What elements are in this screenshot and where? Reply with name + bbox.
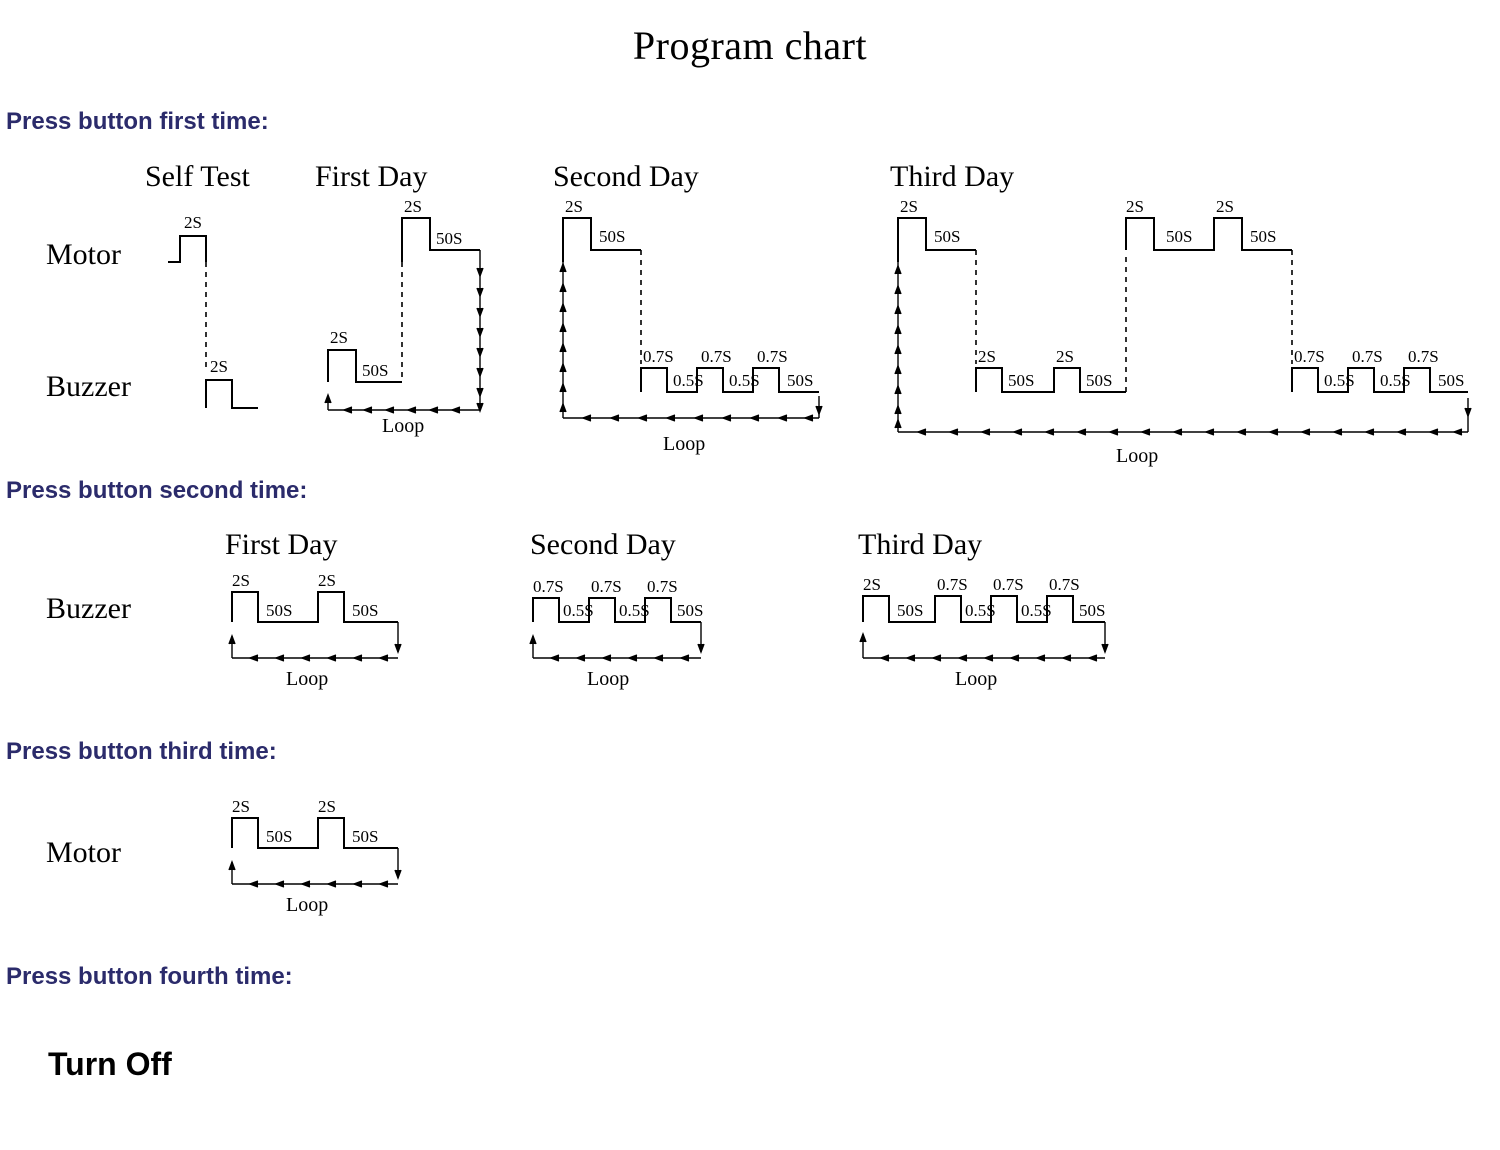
timing-label-td-b1-off: 50S [1008,371,1034,390]
timing-label-sd-b3-off: 50S [787,371,813,390]
day-title-s2-second-day: Second Day [530,528,676,561]
loop-label-s3: Loop [286,894,328,916]
timing-label-td-m2-on: 2S [1126,197,1144,216]
timing-label-td-b2-on: 2S [1056,347,1074,366]
timing-label-s2sd-p1-on: 0.7S [533,577,564,596]
section-header-second: Press button second time: [6,477,308,504]
timing-label-s2td-p1-on: 2S [863,575,881,594]
section-header-third: Press button third time: [6,738,277,765]
waveform-s2-third-day: 2S 50S 0.7S 0.5S 0.7S 0.5S 0.7S 50S Loop [859,575,1109,690]
timing-label-s3-p1-on: 2S [232,797,250,816]
timing-label-s3-p1-off: 50S [266,827,292,846]
timing-label-td-m3-off: 50S [1250,227,1276,246]
loop-label-s2-second-day: Loop [587,668,629,690]
timing-label-s2td-p2-off: 0.5S [965,601,996,620]
timing-label-s2td-p2-on: 0.7S [937,575,968,594]
timing-label-td-m1-off: 50S [934,227,960,246]
row-label-buzzer-2: Buzzer [46,592,131,625]
timing-label-sd-b1-on: 0.7S [643,347,674,366]
loop-label-first-day: Loop [382,415,424,437]
timing-label-td-m1-on: 2S [900,197,918,216]
loop-label-third-day: Loop [1116,445,1158,467]
loop-arrow-first-day [324,250,484,414]
timing-label-s2td-p3-off: 0.5S [1021,601,1052,620]
timing-label-s2td-p1-off: 50S [897,601,923,620]
waveform-s2-second-day: 0.7S 0.5S 0.7S 0.5S 0.7S 50S Loop [529,577,705,690]
waveform-second-day: 2S 50S 0.7S 0.5S 0.7S 0.5S 0.7S 50S [559,197,823,455]
timing-label-s2sd-p3-off: 50S [677,601,703,620]
loop-arrow-s2-second-day [529,622,705,662]
timing-label-td-b5-on: 0.7S [1408,347,1439,366]
loop-arrow-s2-first-day [228,622,402,662]
loop-arrow-third-day [894,262,1472,436]
loop-arrow-s2-third-day [859,622,1109,662]
turn-off-label: Turn Off [48,1046,172,1082]
waveform-self-test: 2S 2S [168,213,258,409]
timing-label-sd-b3-on: 0.7S [757,347,788,366]
timing-label-sd-b2-off: 0.5S [729,371,760,390]
timing-label-td-b1-on: 2S [978,347,996,366]
timing-label-s2fd-p2-on: 2S [318,571,336,590]
timing-label-td-b4-off: 0.5S [1380,371,1411,390]
timing-label-s2fd-p1-off: 50S [266,601,292,620]
loop-label-s2-first-day: Loop [286,668,328,690]
timing-label-s2fd-p1-on: 2S [232,571,250,590]
timing-label-self-test-buzzer-on: 2S [210,357,228,376]
timing-label-td-b2-off: 50S [1086,371,1112,390]
timing-label-s2fd-p2-off: 50S [352,601,378,620]
timing-label-s3-p2-on: 2S [318,797,336,816]
timing-label-td-m2-off: 50S [1166,227,1192,246]
loop-label-second-day: Loop [663,433,705,455]
timing-label-s2td-p4-on: 0.7S [1049,575,1080,594]
waveform-s2-first-day: 2S 50S 2S 50S Loop [228,571,402,690]
timing-label-fd-buzzer-off: 50S [362,361,388,380]
timing-label-td-m3-on: 2S [1216,197,1234,216]
timing-label-s2sd-p1-off: 0.5S [563,601,594,620]
timing-label-td-b3-off: 0.5S [1324,371,1355,390]
loop-arrow-second-day [559,262,823,422]
day-title-s2-third-day: Third Day [858,528,983,561]
day-title-second-day: Second Day [553,160,699,193]
timing-label-s2sd-p2-on: 0.7S [591,577,622,596]
timing-label-s3-p2-off: 50S [352,827,378,846]
timing-label-fd-motor-off: 50S [436,229,462,248]
row-label-motor-3: Motor [46,836,121,869]
waveform-first-day: 2S 50S 2S 50S [324,197,484,437]
timing-label-sd-b2-on: 0.7S [701,347,732,366]
timing-label-self-test-motor-on: 2S [184,213,202,232]
timing-label-s2td-p4-off: 50S [1079,601,1105,620]
timing-label-s2sd-p3-on: 0.7S [647,577,678,596]
timing-label-td-b5-off: 50S [1438,371,1464,390]
loop-arrow-s3 [228,848,402,888]
row-label-motor-1: Motor [46,238,121,271]
day-title-s2-first-day: First Day [225,528,338,561]
timing-label-s2td-p3-on: 0.7S [993,575,1024,594]
day-title-third-day: Third Day [890,160,1015,193]
section-header-fourth: Press button fourth time: [6,963,293,990]
timing-label-sd-motor-on: 2S [565,197,583,216]
day-title-first-day: First Day [315,160,428,193]
waveform-third-day: 2S 50S 2S 50S 2S 50S 2S 50S 2S 50S 0.7S … [894,197,1472,467]
timing-label-fd-motor-on: 2S [404,197,422,216]
timing-label-td-b3-on: 0.7S [1294,347,1325,366]
waveform-s3-motor: 2S 50S 2S 50S Loop [228,797,402,916]
timing-label-s2sd-p2-off: 0.5S [619,601,650,620]
timing-label-sd-motor-off: 50S [599,227,625,246]
row-label-buzzer-1: Buzzer [46,370,131,403]
timing-label-fd-buzzer-on: 2S [330,328,348,347]
day-title-self-test: Self Test [145,160,250,193]
timing-label-sd-b1-off: 0.5S [673,371,704,390]
section-header-first: Press button first time: [6,108,269,135]
page-title: Program chart [632,23,868,68]
timing-label-td-b4-on: 0.7S [1352,347,1383,366]
loop-label-s2-third-day: Loop [955,668,997,690]
